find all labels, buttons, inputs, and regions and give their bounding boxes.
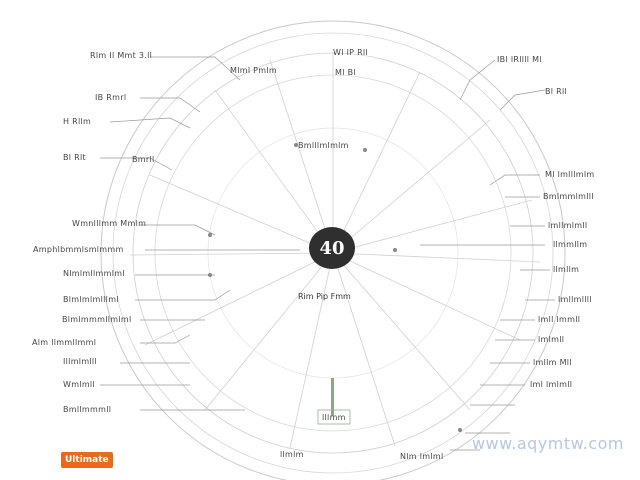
label-top-arc-3: Ml Bl (335, 68, 356, 77)
label-inner-top: Bmlllmlmlm (298, 141, 349, 150)
label-right-5: llmllm (553, 265, 580, 274)
green-marker-box (317, 409, 351, 425)
center-caption: Rim Pip Fmm (298, 292, 351, 301)
label-left-5: Blmlmmmllmlml (62, 315, 132, 324)
outer-ring-2 (112, 32, 554, 474)
outer-ring (100, 20, 566, 480)
label-right-4: llmmllm (553, 240, 588, 249)
label-left-8: Wmlmll (63, 380, 95, 389)
label-bottom-1: llmlm (280, 450, 304, 459)
label-top-left-d: Bl Rlt (63, 153, 86, 162)
label-left-1: Wmnlllmm Mmlm (72, 219, 147, 228)
label-left-9: Bmllmmmll (63, 405, 112, 414)
label-top-right-a: IBl lRllll Ml (497, 55, 542, 64)
center-badge: 40 (309, 227, 355, 269)
nodes (208, 143, 462, 432)
label-left-6: Alm llmmllmml (32, 338, 97, 347)
label-right-2: Bmlmmlmlll (543, 192, 594, 201)
leader-lines-right (420, 59, 555, 451)
label-right-8: lmlmll (538, 335, 565, 344)
label-top-left-c: H Rllm (63, 117, 92, 126)
watermark: www.aqymtw.com (471, 434, 624, 453)
label-bottom-2: Nlm lmlml (400, 452, 444, 461)
label-left-7: Illmlmlll (63, 357, 97, 366)
orange-tag: Ultimate (61, 452, 113, 468)
label-right-9: lmllm Mll (533, 358, 572, 367)
label-right-7: lmll lmmll (538, 315, 581, 324)
label-top-left-a: Rlm Il Mmt 3.ll (90, 51, 153, 60)
leader-lines-left (100, 56, 300, 411)
label-bottom-3: lllmm (322, 413, 346, 422)
label-left-2: Amphlbmmlsmlmmm (33, 245, 124, 254)
label-top-right-b: Bl Rll (545, 87, 568, 96)
label-inner-left: Bmrll (132, 155, 155, 164)
spokes (129, 53, 541, 449)
label-top-arc-2: Wl lP Rll (333, 48, 368, 57)
label-right-1: Ml lmlllmlm (545, 170, 595, 179)
label-left-4: Blmlmlmlllml (63, 295, 119, 304)
label-top-arc-1: Mlml Pmlm (230, 66, 278, 75)
green-marker (331, 378, 334, 416)
label-right-3: lmllmlmll (548, 221, 588, 230)
label-left-3: Nlmlmllmmlml (63, 269, 125, 278)
label-right-6: lmllmllll (558, 295, 592, 304)
label-right-10: lml lmlmll (530, 380, 573, 389)
label-top-left-b: IB Rmrl (95, 93, 127, 102)
